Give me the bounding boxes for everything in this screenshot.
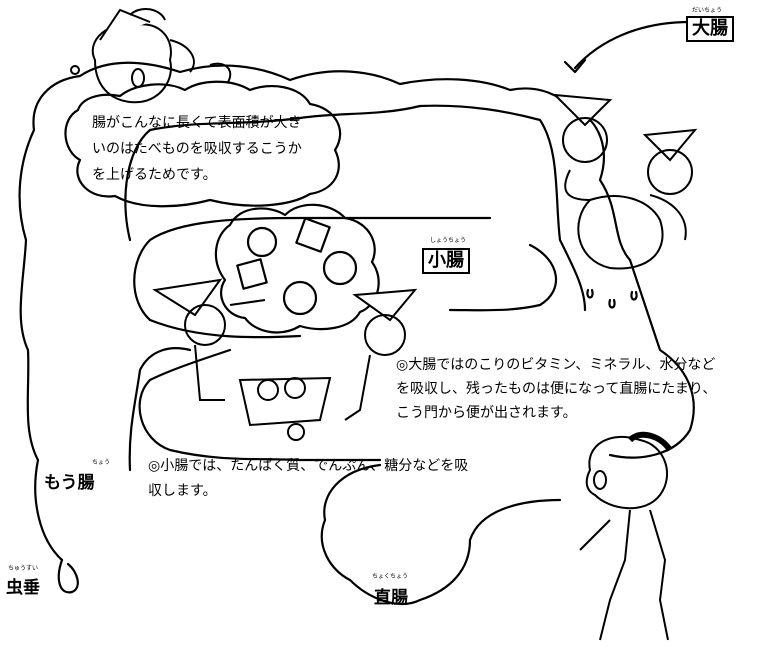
large-intestine-label: 大腸 <box>686 16 734 42</box>
appendix-outline <box>57 558 79 594</box>
large-intestine-ruby: だいちょう <box>692 7 723 14</box>
large-note-line-3: こう門から便が出されます。 <box>396 405 577 421</box>
large-intestine-outline <box>18 61 695 562</box>
small-intestine-ruby: しょうちょう <box>430 237 467 244</box>
appendix-label: 虫垂 <box>6 578 40 598</box>
small-intestine-label: 小腸 <box>422 248 470 274</box>
rectum-label: 直腸 <box>374 588 408 608</box>
large-note-line-1: ◎大腸ではのこりのビタミン、ミネラル、水分など <box>396 357 716 373</box>
cecum-ruby: ちょう <box>92 459 111 466</box>
kids-with-cart <box>152 278 418 441</box>
villi-cluster <box>214 203 380 334</box>
cecum-label: もう腸 <box>44 473 95 493</box>
large-note-line-2: を吸収し、残ったものは便になって直腸にたまり、 <box>396 381 717 397</box>
kids-with-sack <box>552 93 698 270</box>
small-intestine-outline <box>133 216 558 462</box>
appendix-ruby: ちゅうすい <box>8 565 39 572</box>
pointer-arrow <box>573 20 692 70</box>
dog-character <box>70 8 232 104</box>
bubble-line-3: を上げるためです。 <box>92 167 217 183</box>
speech-bubble <box>64 80 342 208</box>
bubble-line-2: いのはたべものを吸収するこうか <box>92 141 302 157</box>
rectum-outline <box>320 463 562 605</box>
bubble-line-1: 腸がこんなに長くて表面積が大き <box>92 115 302 131</box>
small-note-line-1: ◎小腸では、たんぱく質、でんぷん、糖分などを吸 <box>148 458 469 474</box>
small-note-line-2: 収します。 <box>148 483 217 499</box>
rectum-ruby: ちょくちょう <box>372 573 409 580</box>
colon-inner-wall <box>124 104 587 472</box>
boy-looking-up <box>579 431 673 641</box>
